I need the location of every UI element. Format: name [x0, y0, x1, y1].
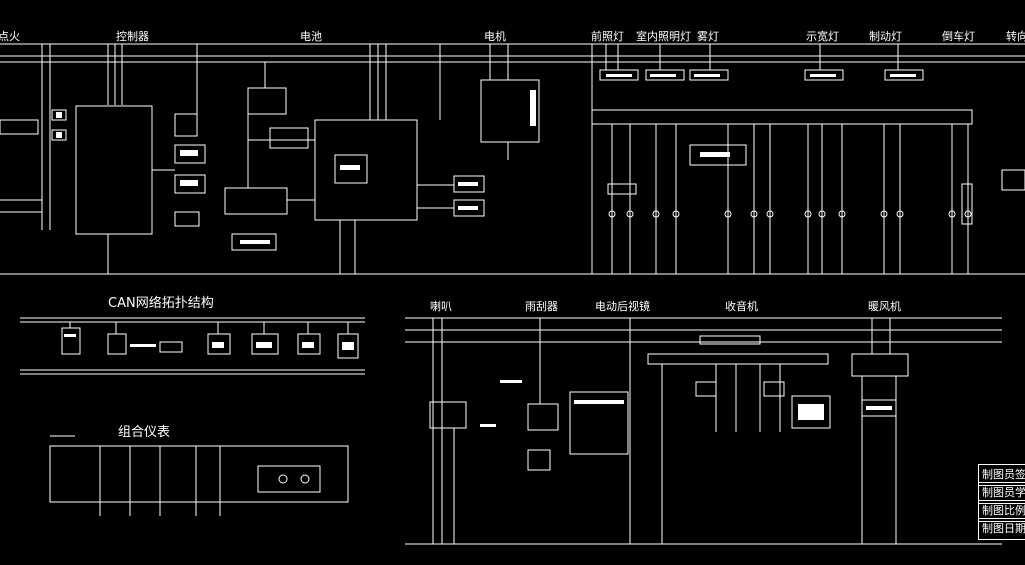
label-heater: 暖风机: [868, 300, 901, 313]
label-reverse-light: 倒车灯: [942, 30, 975, 43]
title-block-drafter-signature: 制图员签名: [978, 464, 1025, 486]
label-motor: 电机: [484, 30, 506, 43]
label-battery: 电池: [300, 30, 322, 43]
label-interior-light: 室内照明灯: [636, 30, 691, 43]
label-wiper: 雨刮器: [525, 300, 558, 313]
title-block-scale: 制图比例: [978, 500, 1025, 522]
instrument-cluster-title: 组合仪表: [118, 425, 171, 440]
title-block-date: 制图日期: [978, 518, 1025, 540]
label-turn-light: 转向: [1006, 30, 1025, 43]
label-mirror: 电动后视镜: [595, 300, 650, 313]
label-ignition: 点火: [0, 30, 20, 43]
label-horn: 喇叭: [430, 300, 452, 313]
label-controller: 控制器: [116, 30, 149, 43]
label-fog-light: 雾灯: [697, 30, 719, 43]
title-block-drafter-id: 制图员学号: [978, 482, 1025, 504]
label-marker-light: 示宽灯: [806, 30, 839, 43]
label-brake-light: 制动灯: [869, 30, 902, 43]
label-headlight: 前照灯: [591, 30, 624, 43]
label-radio: 收音机: [725, 300, 758, 313]
can-topology-title: CAN网络拓扑结构: [108, 296, 214, 311]
